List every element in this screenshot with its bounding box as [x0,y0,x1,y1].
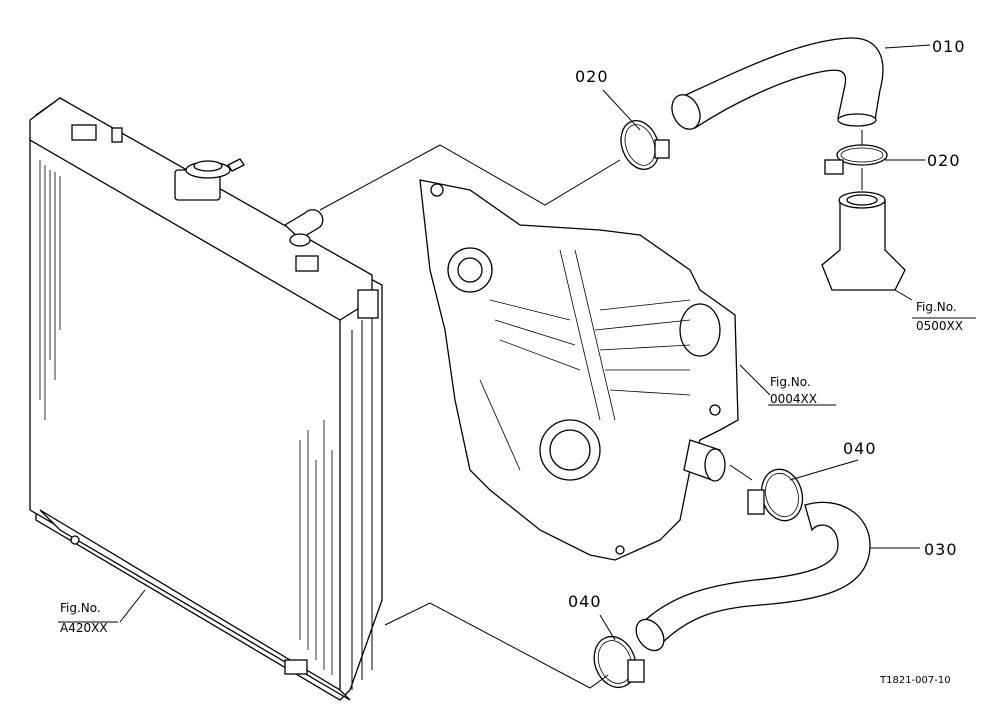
fig-ref-a420-line2: A420XX [60,621,108,635]
clamp-020-right [824,144,888,175]
fig-ref-0004-line2: 0004XX [770,392,817,406]
gear-case-drawing [419,179,739,561]
lower-hose-030 [635,501,871,652]
part-label-010: 010 [932,37,966,56]
upper-hose-010 [671,37,884,130]
part-label-040-lower: 040 [568,592,602,611]
fig-ref-0500-line1: Fig.No. [916,300,957,314]
leader-lines [58,44,976,689]
fig-ref-0500-line2: 0500XX [916,319,963,333]
clamp-040-middle [747,468,804,522]
radiator-drawing [29,97,383,701]
drawing-code: T1821-007-10 [879,675,951,686]
part-label-040-middle: 040 [843,439,877,458]
thermostat-housing [821,191,906,291]
part-label-030: 030 [924,540,958,559]
part-label-020-right: 020 [927,151,961,170]
clamp-040-lower [593,635,645,689]
fig-ref-a420-line1: Fig.No. [60,601,101,615]
fig-ref-0004-line1: Fig.No. [770,375,811,389]
clamp-020-upper-left [620,120,670,170]
part-label-020-upper: 020 [575,67,609,86]
